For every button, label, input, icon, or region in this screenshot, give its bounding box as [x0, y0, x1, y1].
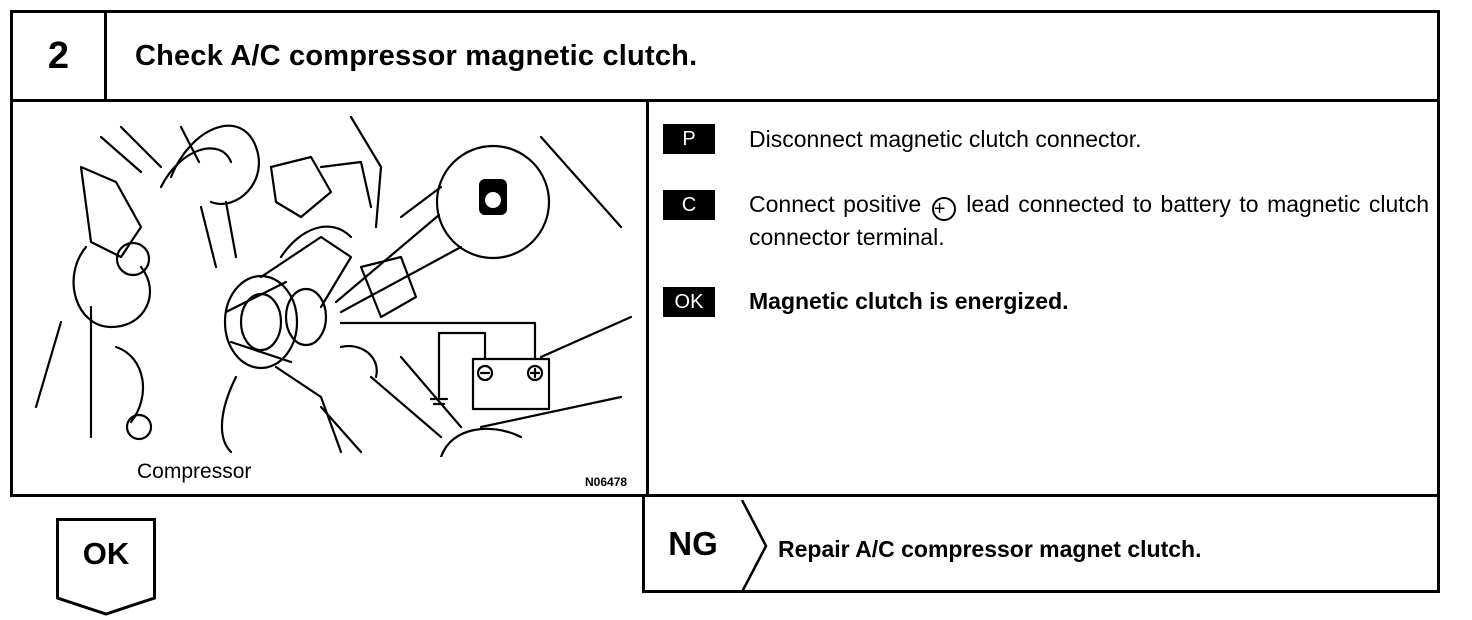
figure-caption: Compressor	[137, 460, 252, 483]
instruction-connect-before: Connect positive	[749, 191, 922, 217]
step-label-ok: OK	[663, 287, 715, 317]
ok-arrow-icon	[56, 518, 156, 616]
step-label-c: C	[663, 190, 715, 220]
instruction-expected: Magnetic clutch is energized.	[749, 288, 1069, 314]
step-number: 2	[13, 13, 107, 99]
step-header: 2 Check A/C compressor magnetic clutch.	[10, 10, 1440, 102]
compressor-illustration	[34, 115, 633, 457]
instruction-disconnect: Disconnect magnetic clutch connector.	[749, 126, 1142, 152]
instruction-connect: Connect positive + lead connected to bat…	[749, 188, 1429, 254]
ng-result-box	[642, 497, 1440, 593]
figure-code: N06478	[585, 475, 628, 489]
ok-result-label: OK	[82, 536, 130, 571]
instruction-connect-after: lead connected to battery to magnetic cl…	[749, 191, 1429, 250]
chevron-right-icon	[740, 500, 768, 592]
step-body: Compressor N06478 P Disconnect magnetic …	[10, 99, 1440, 497]
column-divider	[646, 99, 649, 495]
positive-symbol: +	[931, 197, 956, 221]
ng-result-label: NG	[668, 525, 718, 562]
ng-result-action: Repair A/C compressor magnet clutch.	[778, 536, 1202, 562]
step-title: Check A/C compressor magnetic clutch.	[135, 39, 698, 72]
step-label-p: P	[663, 124, 715, 154]
